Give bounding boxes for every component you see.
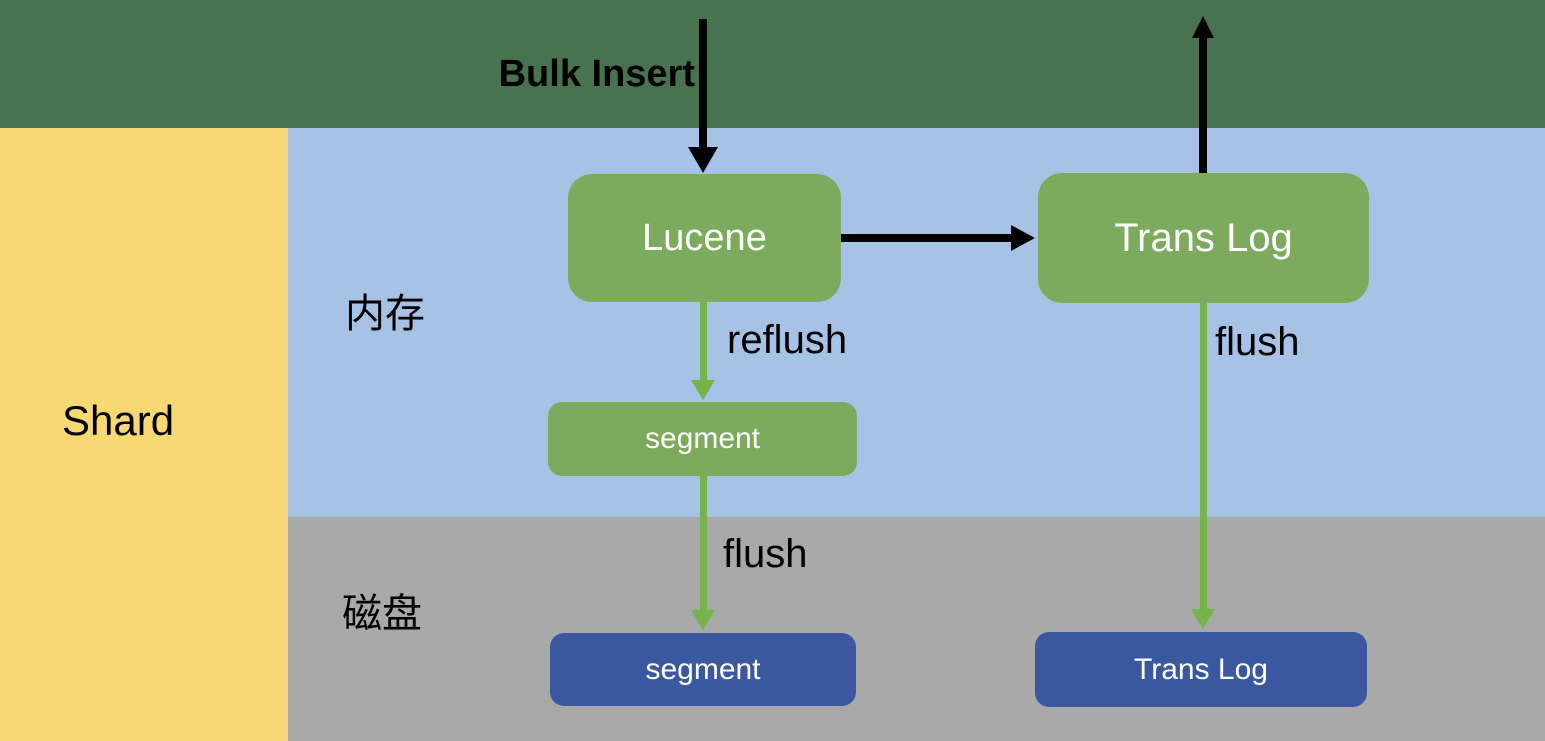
shard-region <box>0 128 288 741</box>
bulk-insert-arrow-shaft <box>699 19 707 147</box>
segment-disk-node-label: segment <box>645 652 761 686</box>
reflush-arrowhead-icon <box>691 380 715 400</box>
shard-region-label: Shard <box>62 397 175 444</box>
flush-segment-arrow-shaft <box>700 476 707 610</box>
segment-memory-node: segment <box>548 402 857 476</box>
flush-translog-arrow-shaft <box>1200 303 1207 609</box>
lucene-to-translog-arrow-shaft <box>841 234 1011 242</box>
lucene-node: Lucene <box>568 174 841 302</box>
reflush-arrow-shaft <box>700 302 707 380</box>
lucene-node-label: Lucene <box>642 216 767 259</box>
flush-segment-arrowhead-icon <box>691 610 715 630</box>
segment-memory-node-label: segment <box>644 422 761 455</box>
translog-disk-node: Trans Log <box>1035 632 1367 707</box>
disk-region-label: 磁盘 <box>342 592 422 636</box>
top-band-region <box>0 0 1545 128</box>
flush-segment-label: flush <box>723 532 808 576</box>
memory-region-label: 内存 <box>345 292 425 336</box>
flush-translog-arrowhead-icon <box>1191 609 1215 629</box>
disk-region <box>288 517 1545 741</box>
bulk-insert-arrowhead-icon <box>688 147 718 173</box>
translog-memory-node: Trans Log <box>1038 173 1369 303</box>
segment-disk-node: segment <box>550 633 856 706</box>
bulk-insert-label: Bulk Insert <box>498 53 695 95</box>
lucene-to-translog-arrowhead-icon <box>1011 225 1035 251</box>
translog-out-arrowhead-icon <box>1192 16 1214 38</box>
translog-memory-node-label: Trans Log <box>1114 215 1293 260</box>
flush-translog-label: flush <box>1215 320 1300 364</box>
translog-out-arrow-shaft <box>1199 36 1207 175</box>
reflush-label: reflush <box>727 318 848 362</box>
translog-disk-node-label: Trans Log <box>1134 652 1268 686</box>
